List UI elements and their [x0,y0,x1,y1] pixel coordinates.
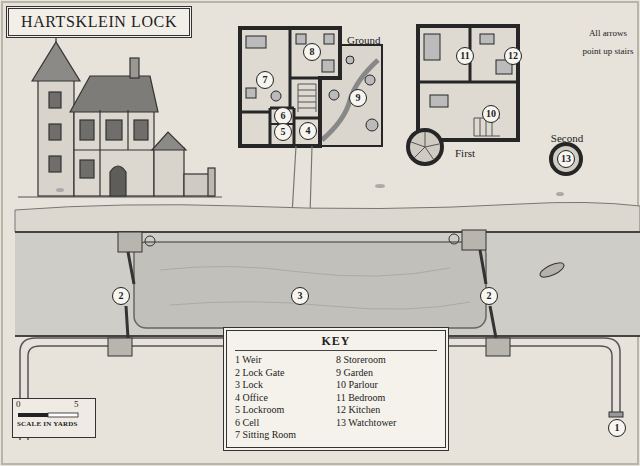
house-drawing [18,26,222,197]
key-entry: 8 Storeroom [336,354,437,367]
key-entry: 9 Garden [336,367,437,380]
scale-text: 0 [16,400,21,410]
callout-number: 2 [480,287,498,305]
callout-number-text: 3 [298,291,303,301]
callout-number-text: 8 [310,47,315,57]
callout-number-text: 1 [615,423,620,433]
floor-label-text: Second [551,132,583,144]
first-floor-plan [408,26,518,164]
callout-number-text: 4 [306,126,311,136]
key-entry: 13 Watchtower [336,417,437,430]
second-floor-plan [551,144,581,174]
floor-label-text: All arrows point up stairs [583,28,634,56]
key-columns: 1 Weir2 Lock Gate3 Lock4 Office5 Lockroo… [235,354,437,442]
scale-box: 0 5SCALE IN YARDS [12,398,96,438]
title-box: HARTSKLEIN LOCK [6,6,192,38]
callout-number: 1 [608,419,626,437]
callout-number-text: 2 [119,291,124,301]
callout-number: 8 [303,43,321,61]
callout-number-text: 9 [356,93,361,103]
key-entry: 7 Sitting Room [235,429,336,442]
map-title: HARTSKLEIN LOCK [21,13,177,30]
callout-number: 4 [299,122,317,140]
scale-bar [12,398,96,438]
callout-number: 12 [504,47,522,65]
key-entry: 2 Lock Gate [235,367,336,380]
floor-label: First [455,143,495,161]
key-entry: 5 Lockroom [235,404,336,417]
key-column: 8 Storeroom9 Garden10 Parlour11 Bedroom1… [336,354,437,442]
key-heading: KEY [235,334,437,351]
callout-number: 7 [256,71,274,89]
callout-number-text: 2 [487,291,492,301]
floor-label-text: Ground [347,34,381,46]
key-entry: 12 Kitchen [336,404,437,417]
callout-number: 2 [112,287,130,305]
callout-number-text: 10 [486,109,496,119]
callout-number: 13 [557,150,575,168]
callout-number-text: 6 [281,111,286,121]
key-entry: 10 Parlour [336,379,437,392]
key-box: KEY 1 Weir2 Lock Gate3 Lock4 Office5 Lock… [226,330,446,448]
callout-number-text: 5 [281,127,286,137]
ground-floor-plan [240,28,382,215]
scale-text: 5 [74,400,79,410]
key-entry: 11 Bedroom [336,392,437,405]
floor-label: Second [546,128,588,146]
key-column: 1 Weir2 Lock Gate3 Lock4 Office5 Lockroo… [235,354,336,442]
callout-number-text: 11 [460,51,469,61]
floor-label: Ground [347,30,397,48]
callout-number: 10 [482,105,500,123]
callout-number: 9 [349,89,367,107]
callout-number: 3 [291,287,309,305]
floor-label: All arrows point up stairs [580,22,636,58]
floor-label-text: First [455,147,475,159]
key-entry: 6 Cell [235,417,336,430]
scale-text: SCALE IN YARDS [17,421,78,429]
callout-number-text: 13 [561,154,571,164]
key-entry: 4 Office [235,392,336,405]
callout-number-text: 7 [263,75,268,85]
callout-number-text: 12 [508,51,518,61]
key-entry: 1 Weir [235,354,336,367]
key-entry: 3 Lock [235,379,336,392]
callout-number: 11 [456,47,474,65]
callout-number: 5 [274,123,292,141]
